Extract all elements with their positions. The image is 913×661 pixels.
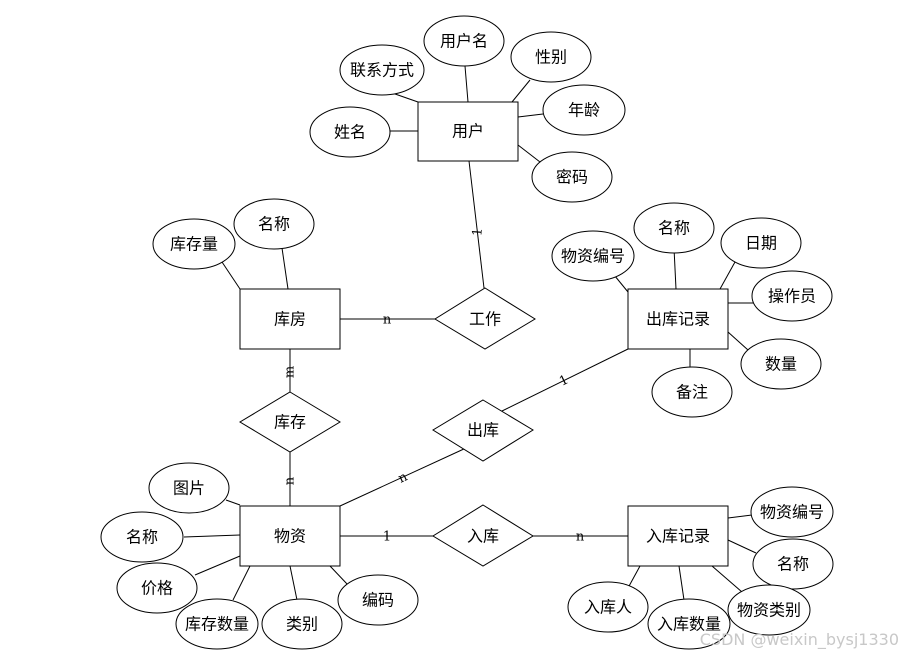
attribute-user-contact: 联系方式 [339, 44, 425, 96]
entity-user: 用户 [417, 101, 519, 162]
attribute-user-name: 姓名 [309, 106, 391, 158]
svg-text:物资编号: 物资编号 [760, 503, 824, 522]
svg-text:物资类别: 物资类别 [737, 601, 801, 620]
attribute-outbound-remark: 备注 [651, 366, 733, 418]
entity-inbound-record: 入库记录 [627, 505, 729, 567]
cardinality-labels: 1 n m n 1 n 1 n [283, 227, 585, 544]
svg-text:年龄: 年龄 [568, 101, 600, 120]
attribute-inbound-name: 名称 [752, 538, 834, 590]
relationship-outbound: 出库 [432, 399, 534, 462]
attribute-outbound-date: 日期 [720, 217, 802, 269]
svg-text:库存量: 库存量 [170, 235, 218, 254]
entity-outbound-record-label: 出库记录 [646, 310, 710, 329]
svg-text:日期: 日期 [745, 234, 777, 253]
entity-material-label: 物资 [274, 527, 306, 546]
svg-text:名称: 名称 [126, 528, 158, 547]
attribute-material-stock-quantity: 库存数量 [175, 598, 259, 650]
attribute-user-password: 密码 [531, 151, 613, 203]
relationship-storage: 库存 [239, 391, 341, 453]
relationship-work: 工作 [434, 287, 536, 350]
svg-text:姓名: 姓名 [334, 123, 366, 142]
svg-text:操作员: 操作员 [768, 287, 816, 306]
svg-text:性别: 性别 [535, 48, 567, 67]
watermark: CSDN @weixin_bysj1330 [699, 630, 899, 649]
attribute-inbound-person: 入库人 [567, 581, 649, 633]
cardinality-user-work: 1 [470, 227, 486, 236]
svg-text:名称: 名称 [658, 219, 690, 238]
attribute-outbound-material-code: 物资编号 [551, 230, 635, 282]
attribute-material-name: 名称 [100, 511, 184, 563]
attribute-inbound-material-category: 物资类别 [727, 584, 811, 636]
attribute-outbound-quantity: 数量 [740, 338, 822, 390]
cardinality-warehouse-storage: m [283, 366, 298, 378]
cardinality-warehouse-work: n [383, 313, 392, 328]
relationship-inbound: 入库 [432, 504, 534, 567]
svg-text:编码: 编码 [362, 591, 394, 610]
attribute-inbound-material-code: 物资编号 [750, 486, 834, 538]
relationship-inbound-label: 入库 [467, 527, 499, 546]
svg-text:库存数量: 库存数量 [185, 615, 249, 634]
svg-text:名称: 名称 [258, 215, 290, 234]
entity-outbound-record: 出库记录 [627, 288, 729, 350]
attribute-material-price: 价格 [116, 562, 198, 614]
svg-text:联系方式: 联系方式 [350, 61, 414, 80]
entity-user-label: 用户 [452, 122, 484, 141]
relationship-outbound-label: 出库 [467, 421, 499, 440]
cardinality-outbound-record-outbound: 1 [557, 372, 571, 389]
svg-text:密码: 密码 [556, 168, 588, 187]
connector-lines [183, 65, 757, 601]
svg-text:类别: 类别 [286, 615, 318, 634]
cardinality-material-storage: n [283, 476, 298, 485]
attribute-material-image: 图片 [148, 462, 230, 514]
svg-text:物资编号: 物资编号 [561, 247, 625, 266]
attribute-user-gender: 性别 [510, 31, 592, 83]
relationship-work-label: 工作 [469, 310, 501, 329]
svg-text:名称: 名称 [777, 555, 809, 574]
entity-material: 物资 [239, 505, 341, 567]
svg-text:图片: 图片 [173, 479, 205, 498]
attribute-outbound-name: 名称 [633, 202, 715, 254]
entity-inbound-record-label: 入库记录 [646, 527, 710, 546]
cardinality-material-outbound: n [396, 469, 410, 486]
attribute-material-category: 类别 [261, 598, 343, 650]
svg-text:价格: 价格 [141, 579, 173, 598]
svg-text:数量: 数量 [765, 355, 797, 374]
svg-text:备注: 备注 [676, 383, 708, 402]
cardinality-inbound-record-inbound: n [576, 530, 585, 545]
attribute-outbound-operator: 操作员 [751, 270, 833, 322]
svg-text:入库数量: 入库数量 [657, 615, 721, 634]
attribute-inbound-quantity: 入库数量 [647, 598, 731, 650]
attribute-warehouse-name: 名称 [233, 198, 315, 250]
attribute-material-code: 编码 [337, 574, 419, 626]
attribute-warehouse-stock: 库存量 [152, 218, 236, 270]
attribute-user-username: 用户名 [423, 15, 505, 67]
svg-text:用户名: 用户名 [440, 32, 488, 51]
relationship-storage-label: 库存 [274, 413, 306, 432]
svg-text:入库人: 入库人 [584, 598, 632, 617]
entity-warehouse-label: 库房 [274, 310, 306, 329]
entity-warehouse: 库房 [239, 288, 341, 350]
cardinality-material-inbound: 1 [383, 530, 391, 545]
attribute-user-age: 年龄 [542, 84, 626, 136]
